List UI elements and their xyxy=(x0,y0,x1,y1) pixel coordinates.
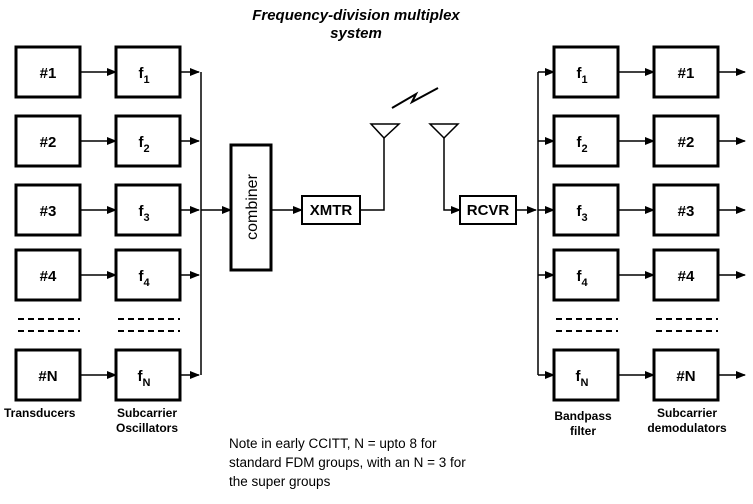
caption-bandpass-filter-line2: filter xyxy=(570,424,596,438)
diagram-title-line1: Frequency-division multiplex xyxy=(252,7,460,24)
demodulator-box xyxy=(652,183,720,237)
caption-subcarrier-oscillators-line2: Oscillators xyxy=(116,421,178,435)
filter-label: f3 xyxy=(576,203,587,224)
demodulator-label: #4 xyxy=(678,268,695,285)
receive-antenna-icon xyxy=(428,123,461,214)
demodulator-box xyxy=(652,114,720,168)
caption-subcarrier-oscillators-line1: Subcarrier xyxy=(117,406,177,420)
diagram-title-line2: system xyxy=(330,25,382,42)
oscillator-box xyxy=(114,248,182,302)
demodulator-box xyxy=(652,348,720,402)
filter-box xyxy=(552,183,620,237)
oscillator-box xyxy=(114,183,182,237)
demodulator-label: #N xyxy=(676,368,695,385)
filter-label: f4 xyxy=(576,268,588,289)
demodulator-box xyxy=(652,45,720,99)
bandpass-filter-column: f1 f2 f3 f4 fN xyxy=(552,45,620,402)
combiner-label: combiner xyxy=(244,173,261,239)
transducer-column: #1 #2 #3 #4 #N xyxy=(14,45,82,402)
demodulator-label: #3 xyxy=(678,203,695,220)
demodulator-column: #1 #2 #3 #4 #N xyxy=(652,45,720,402)
transducer-to-oscillator-arrows xyxy=(80,68,117,379)
filter-box xyxy=(552,45,620,99)
receiver-bus xyxy=(516,68,555,379)
combiner-box xyxy=(229,143,273,272)
demodulator-label: #1 xyxy=(678,65,695,82)
transducer-box xyxy=(14,45,82,99)
caption-bandpass-filter-line1: Bandpass xyxy=(554,409,612,423)
oscillator-label: f1 xyxy=(138,65,149,86)
output-arrows xyxy=(718,68,746,379)
transmit-antenna-icon xyxy=(360,123,401,211)
receiver-box xyxy=(459,195,517,225)
caption-subcarrier-demodulators-line1: Subcarrier xyxy=(657,406,717,420)
filter-box xyxy=(552,114,620,168)
oscillator-label: f2 xyxy=(138,134,149,155)
receiver-label: RCVR xyxy=(467,202,510,219)
transducer-label: #1 xyxy=(40,65,57,82)
note-line2: standard FDM groups, with an N = 3 for xyxy=(229,455,466,470)
filter-box xyxy=(552,248,620,302)
radio-link-icon xyxy=(391,87,439,109)
oscillator-box xyxy=(114,348,182,402)
transducer-label: #3 xyxy=(40,203,57,220)
note-line3: the super groups xyxy=(229,474,331,489)
note-line1: Note in early CCITT, N = upto 8 for xyxy=(229,436,437,451)
oscillator-box xyxy=(114,45,182,99)
oscillator-label: f3 xyxy=(138,203,149,224)
transducer-label: #4 xyxy=(40,268,57,285)
transducer-label: #2 xyxy=(40,134,57,151)
oscillator-bus xyxy=(180,68,232,379)
filter-label: fN xyxy=(576,368,589,389)
transmitter-label: XMTR xyxy=(310,202,353,219)
caption-transducers: Transducers xyxy=(4,406,76,420)
oscillator-column: f1 f2 f3 f4 fN xyxy=(114,45,182,402)
filter-label: f2 xyxy=(576,134,587,155)
transducer-box xyxy=(14,114,82,168)
filter-to-demodulator-arrows xyxy=(618,68,655,379)
filter-box xyxy=(552,348,620,402)
oscillator-label: fN xyxy=(138,368,151,389)
oscillator-label: f4 xyxy=(138,268,150,289)
transmitter-box xyxy=(301,195,361,225)
caption-subcarrier-demodulators-line2: demodulators xyxy=(647,421,727,435)
demodulator-label: #2 xyxy=(678,134,695,151)
filter-label: f1 xyxy=(576,65,587,86)
transducer-label: #N xyxy=(38,368,57,385)
oscillator-box xyxy=(114,114,182,168)
transducer-box xyxy=(14,183,82,237)
